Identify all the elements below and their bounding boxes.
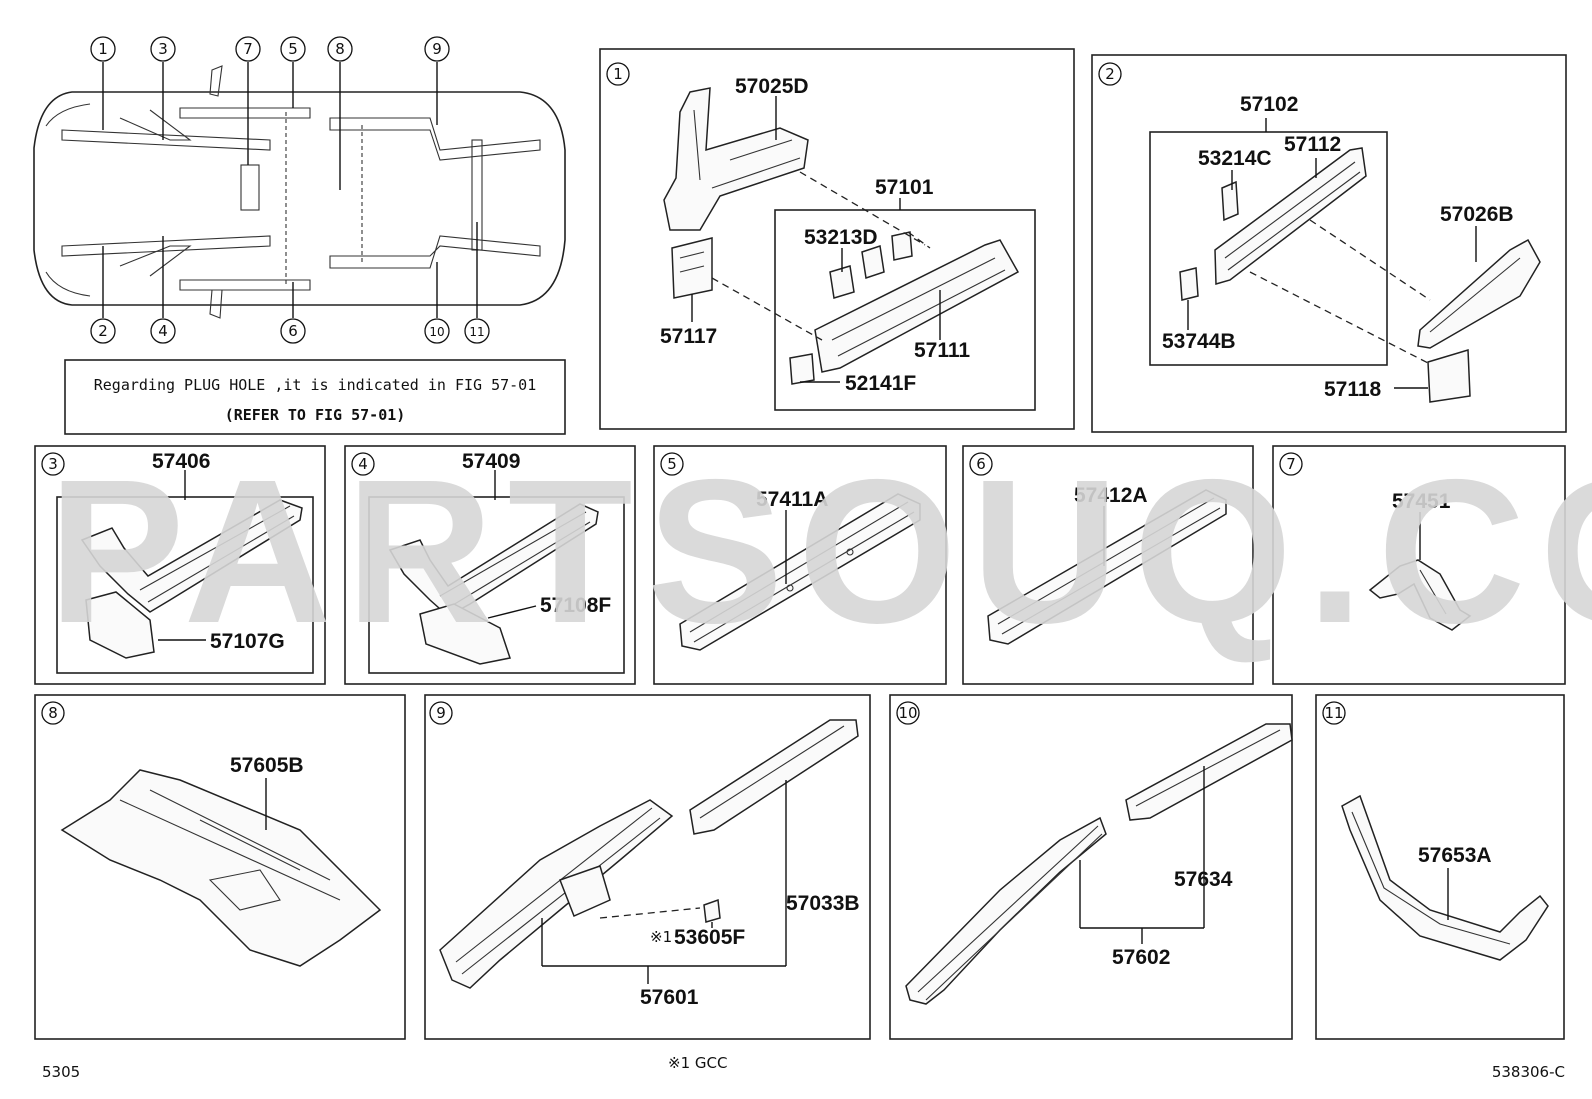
svg-text:9: 9 bbox=[436, 704, 446, 722]
overview-marker-6: 6 bbox=[280, 318, 306, 344]
label-57107G: 57107G bbox=[210, 630, 285, 653]
overview-marker-2: 2 bbox=[90, 318, 116, 344]
overview-marker-3: 3 bbox=[150, 36, 176, 62]
label-57605B: 57605B bbox=[230, 754, 304, 777]
svg-text:6: 6 bbox=[976, 455, 986, 473]
label-57101: 57101 bbox=[875, 176, 934, 199]
panel-11: 11 57653A bbox=[1315, 694, 1565, 1040]
label-57412A: 57412A bbox=[1074, 484, 1148, 507]
svg-text:3: 3 bbox=[48, 455, 58, 473]
label-57653A: 57653A bbox=[1418, 844, 1492, 867]
svg-text:11: 11 bbox=[469, 325, 484, 339]
svg-text:8: 8 bbox=[48, 704, 58, 722]
label-52141F: 52141F bbox=[845, 372, 916, 395]
panel-7: 7 57451 bbox=[1272, 445, 1566, 685]
svg-text:11: 11 bbox=[1324, 704, 1343, 722]
note-line-2: (REFER TO FIG 57-01) bbox=[225, 406, 406, 424]
svg-text:4: 4 bbox=[358, 455, 368, 473]
panel-2: 2 57102 53214C 57112 57026B 53744B 57118 bbox=[1091, 54, 1567, 433]
svg-text:5: 5 bbox=[667, 455, 677, 473]
panel-5: 5 57411A bbox=[653, 445, 947, 685]
overview-marker-5: 5 bbox=[280, 36, 306, 62]
svg-text:8: 8 bbox=[335, 40, 345, 58]
overview-marker-10: 10 bbox=[424, 318, 450, 344]
svg-text:9: 9 bbox=[432, 40, 442, 58]
label-57634: 57634 bbox=[1174, 868, 1233, 891]
svg-text:5: 5 bbox=[288, 40, 298, 58]
svg-text:1: 1 bbox=[98, 40, 108, 58]
label-57451: 57451 bbox=[1392, 490, 1451, 513]
svg-text:3: 3 bbox=[158, 40, 168, 58]
panel-1: 1 57025D 57101 53213D 57117 57111 52141F bbox=[599, 48, 1075, 430]
svg-text:10: 10 bbox=[898, 704, 917, 722]
label-57108F: 57108F bbox=[540, 594, 611, 617]
label-53214C: 53214C bbox=[1198, 147, 1272, 170]
panel-10: 10 57634 57602 bbox=[889, 694, 1293, 1040]
label-57111: 57111 bbox=[914, 339, 970, 362]
note-line-1: Regarding PLUG HOLE ,it is indicated in … bbox=[94, 376, 537, 394]
svg-text:6: 6 bbox=[288, 322, 298, 340]
svg-text:2: 2 bbox=[1105, 65, 1115, 83]
panel-4: 4 57409 57108F bbox=[344, 445, 636, 685]
label-57112: 57112 bbox=[1284, 133, 1341, 156]
svg-text:4: 4 bbox=[158, 322, 168, 340]
label-57601: 57601 bbox=[640, 986, 699, 1009]
label-57409: 57409 bbox=[462, 450, 520, 473]
label-57406: 57406 bbox=[152, 450, 210, 473]
label-53744B: 53744B bbox=[1162, 330, 1236, 353]
label-53605F: 53605F bbox=[674, 926, 745, 949]
svg-text:2: 2 bbox=[98, 322, 108, 340]
panel-6: 6 57412A bbox=[962, 445, 1254, 685]
svg-text:7: 7 bbox=[243, 40, 253, 58]
watermark: PARTSOUQ.COM bbox=[48, 437, 1592, 666]
footer-left: 5305 bbox=[42, 1063, 80, 1081]
overview-marker-4: 4 bbox=[150, 318, 176, 344]
panel-9: 9 57033B ※1 53605F 57601 bbox=[424, 694, 871, 1040]
footer-right: 538306-C bbox=[1492, 1063, 1565, 1081]
label-57602: 57602 bbox=[1112, 946, 1170, 969]
svg-text:10: 10 bbox=[429, 325, 444, 339]
label-57411A: 57411A bbox=[756, 488, 828, 511]
overview-car: 1 3 7 5 8 9 2 4 6 10 11 bbox=[33, 36, 566, 344]
svg-text:7: 7 bbox=[1286, 455, 1296, 473]
panel-3: 3 57406 57107G bbox=[34, 445, 326, 685]
label-57025D: 57025D bbox=[735, 75, 809, 98]
label-57117: 57117 bbox=[660, 325, 717, 348]
overview-marker-9: 9 bbox=[424, 36, 450, 62]
label-57102: 57102 bbox=[1240, 93, 1298, 116]
overview-marker-1: 1 bbox=[90, 36, 116, 62]
plug-hole-note: Regarding PLUG HOLE ,it is indicated in … bbox=[64, 359, 566, 435]
overview-marker-7: 7 bbox=[235, 36, 261, 62]
label-57026B: 57026B bbox=[1440, 203, 1514, 226]
label-57118: 57118 bbox=[1324, 378, 1382, 401]
gcc-mark: ※1 bbox=[650, 928, 672, 946]
panel-8: 8 57605B bbox=[34, 694, 406, 1040]
svg-text:1: 1 bbox=[613, 65, 623, 83]
overview-marker-8: 8 bbox=[327, 36, 353, 62]
overview-marker-11: 11 bbox=[464, 318, 490, 344]
label-53213D: 53213D bbox=[804, 226, 878, 249]
label-57033B: 57033B bbox=[786, 892, 860, 915]
footer-center: ※1 GCC bbox=[668, 1054, 727, 1072]
